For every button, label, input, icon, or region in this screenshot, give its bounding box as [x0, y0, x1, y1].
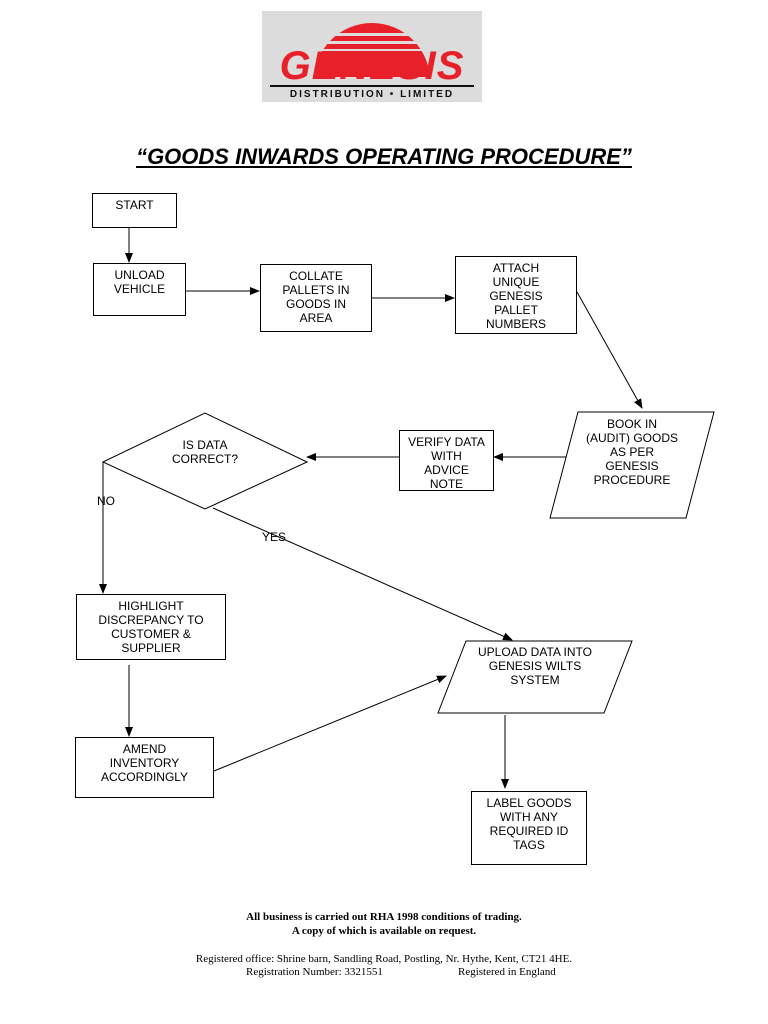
node-amend-inventory: AMEND INVENTORY ACCORDINGLY	[75, 737, 214, 798]
logo-divider	[270, 85, 474, 87]
edge-amend-to-upload	[213, 675, 447, 772]
node-start: START	[92, 193, 177, 228]
node-verify-data: VERIFY DATA WITH ADVICE NOTE	[399, 430, 494, 491]
node-start-label: START	[115, 198, 154, 212]
edge-attach-to-bookin	[576, 291, 643, 409]
page-title: “GOODS INWARDS OPERATING PROCEDURE”	[0, 144, 768, 170]
edge-label-no: NO	[97, 494, 115, 508]
edge-label-yes: YES	[262, 530, 287, 544]
bookin-parallelogram-shape	[549, 411, 715, 519]
page-title-text: “GOODS INWARDS OPERATING PROCEDURE”	[136, 144, 632, 169]
node-attach-numbers-label: ATTACH UNIQUE GENESIS PALLET NUMBERS	[485, 261, 546, 331]
footer-registered-office: Registered office: Shrine barn, Sandling…	[195, 953, 573, 965]
upload-parallelogram-shape	[437, 640, 633, 714]
node-book-in: BOOK IN (AUDIT) GOODS AS PER GENESIS PRO…	[586, 417, 678, 487]
node-upload-data: UPLOAD DATA INTO GENESIS WILTS SYSTEM	[477, 645, 593, 687]
node-verify-data-label: VERIFY DATA WITH ADVICE NOTE	[408, 435, 485, 491]
node-collate-pallets: COLLATE PALLETS IN GOODS IN AREA	[260, 264, 372, 332]
footer-registration-number: Registration Number: 3321551	[246, 966, 383, 978]
node-attach-numbers: ATTACH UNIQUE GENESIS PALLET NUMBERS	[455, 256, 577, 334]
node-highlight-discrepancy: HIGHLIGHT DISCREPANCY TO CUSTOMER & SUPP…	[76, 594, 226, 660]
genesis-logo: GENESIS DISTRIBUTION • LIMITED	[262, 11, 482, 102]
footer-registered-in: Registered in England	[458, 966, 556, 978]
node-unload-vehicle-label: UNLOAD VEHICLE	[113, 268, 166, 296]
footer-terms: All business is carried out RHA 1998 con…	[246, 911, 522, 923]
decision-diamond-shape	[101, 412, 309, 510]
edge-decision-yes	[212, 507, 513, 641]
logo-wordmark: GENESIS	[279, 44, 465, 88]
logo-subtitle: DISTRIBUTION • LIMITED	[289, 89, 455, 100]
node-label-goods: LABEL GOODS WITH ANY REQUIRED ID TAGS	[471, 791, 587, 865]
node-collate-pallets-label: COLLATE PALLETS IN GOODS IN AREA	[282, 269, 350, 325]
footer-copy-note: A copy of which is available on request.	[291, 925, 477, 937]
node-amend-inventory-label: AMEND INVENTORY ACCORDINGLY	[100, 742, 189, 784]
node-label-goods-label: LABEL GOODS WITH ANY REQUIRED ID TAGS	[486, 796, 572, 852]
node-is-data-correct: IS DATA CORRECT?	[171, 438, 238, 466]
logo-sun-graphic	[302, 23, 442, 77]
node-highlight-discrepancy-label: HIGHLIGHT DISCREPANCY TO CUSTOMER & SUPP…	[98, 599, 204, 655]
node-unload-vehicle: UNLOAD VEHICLE	[93, 263, 186, 316]
